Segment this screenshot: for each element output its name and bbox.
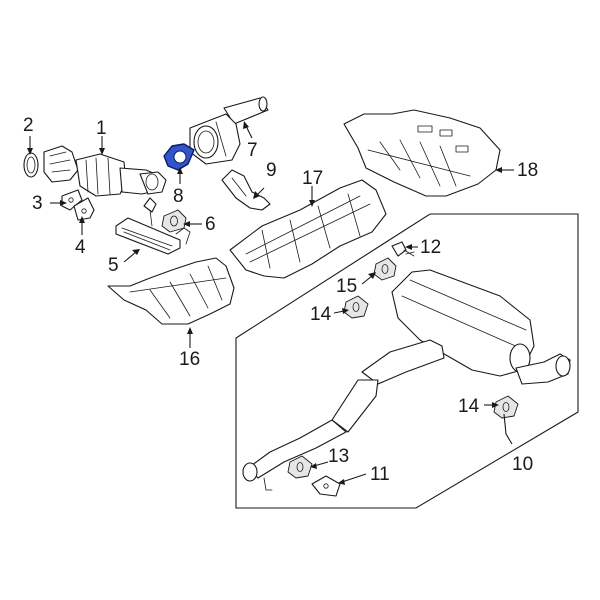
bracket-mount bbox=[73, 197, 95, 221]
catalytic-converter bbox=[43, 145, 167, 197]
front-heat-shield bbox=[107, 257, 235, 325]
hanger-insulator-muffler bbox=[373, 257, 397, 281]
callout-10: 10 bbox=[512, 454, 533, 475]
callout-13: 13 bbox=[328, 446, 349, 467]
callout-14-left: 14 bbox=[310, 304, 332, 325]
hanger-insulator-right bbox=[493, 395, 519, 419]
callout-4: 4 bbox=[75, 237, 86, 258]
callout-18: 18 bbox=[517, 160, 538, 181]
callout-15: 15 bbox=[336, 276, 357, 297]
callout-labels: 2 1 3 4 5 6 7 8 9 17 18 12 15 14 16 14 1… bbox=[23, 115, 538, 485]
callout-17: 17 bbox=[302, 168, 323, 189]
callout-2: 2 bbox=[23, 115, 34, 136]
heat-shield-clip bbox=[221, 169, 271, 211]
hanger-insulator-upper bbox=[161, 209, 187, 233]
leader-lines bbox=[27, 121, 514, 485]
callout-12: 12 bbox=[420, 237, 441, 258]
hanger-insulator-lower bbox=[287, 455, 313, 479]
callout-16: 16 bbox=[179, 349, 200, 370]
center-heat-shield bbox=[229, 179, 387, 279]
callout-3: 3 bbox=[32, 193, 43, 214]
muffler-assembly bbox=[242, 269, 571, 491]
callout-11: 11 bbox=[370, 464, 390, 485]
front-pipe-resonator bbox=[189, 96, 269, 165]
gasket-ring bbox=[23, 152, 39, 178]
callout-7: 7 bbox=[247, 140, 258, 161]
pipe-bracket bbox=[311, 475, 341, 497]
callout-14-right: 14 bbox=[458, 396, 480, 417]
hanger-insulator-left bbox=[343, 295, 369, 319]
bracket-long bbox=[115, 197, 191, 255]
callout-9: 9 bbox=[266, 160, 277, 181]
assembly-frame bbox=[235, 213, 579, 509]
rear-heat-shield bbox=[343, 109, 501, 197]
callout-5: 5 bbox=[108, 255, 119, 276]
highlighted-gasket bbox=[163, 143, 195, 171]
callout-6: 6 bbox=[205, 214, 216, 235]
callout-1: 1 bbox=[96, 118, 107, 139]
bolt bbox=[391, 241, 415, 257]
callout-8: 8 bbox=[173, 186, 184, 207]
